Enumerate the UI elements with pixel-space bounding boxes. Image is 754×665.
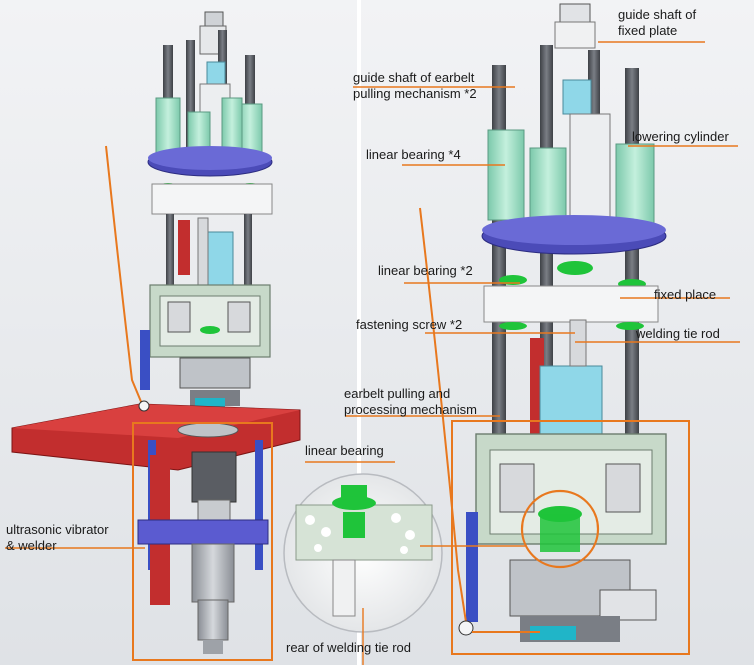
panel-divider — [357, 0, 361, 665]
label-rear-welding-tie-rod: rear of welding tie rod — [286, 640, 412, 655]
label-guide-shaft-fixed-plate: guide shaft of fixed plate — [618, 7, 697, 38]
label-ultrasonic-vibrator: ultrasonic vibrator & welder — [6, 522, 109, 553]
highlight-box-earbelt — [451, 420, 690, 655]
leader-lines — [5, 41, 740, 665]
label-linear-bearing-2: linear bearing *2 — [378, 263, 473, 278]
label-guide-shaft-earbelt: guide shaft of earbelt pulling mechanism… — [353, 70, 477, 101]
highlight-box-ultrasonic — [132, 422, 273, 661]
label-fastening-screw-2: fastening screw *2 — [356, 317, 463, 332]
zoom-detail — [283, 473, 443, 633]
highlight-circle-bearing — [520, 489, 600, 569]
label-welding-tie-rod: welding tie rod — [636, 326, 720, 341]
right-machine — [419, 3, 667, 642]
label-earbelt-pulling: earbelt pulling and processing mechanism — [344, 386, 477, 417]
left-machine — [11, 11, 301, 654]
label-linear-bearing: linear bearing — [305, 443, 384, 458]
label-linear-bearing-4: linear bearing *4 — [366, 147, 461, 162]
label-fixed-place: fixed place — [654, 287, 717, 302]
label-lowering-cylinder: lowering cylinder — [632, 129, 729, 144]
